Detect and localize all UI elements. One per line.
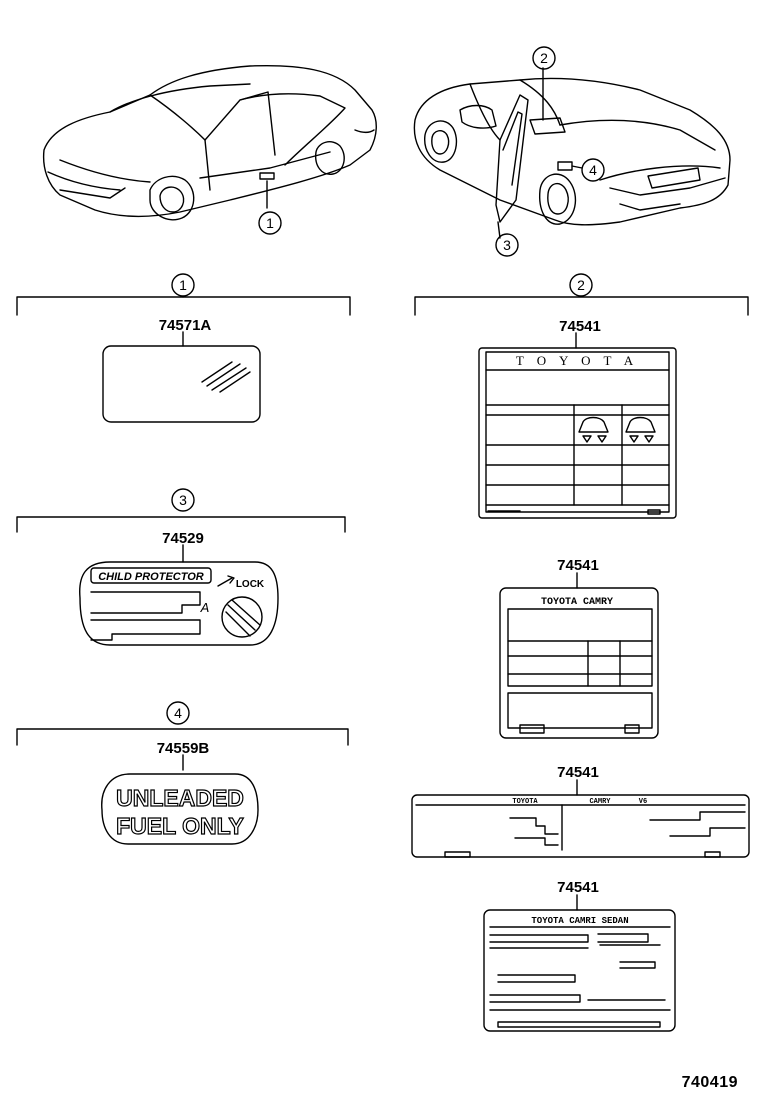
part-number-74529: 74529 — [162, 530, 204, 547]
diagram-id: 740419 — [681, 1074, 738, 1091]
car-rear-view — [413, 67, 731, 239]
label-camry-sedan: TOYOTA CAMRI SEDAN — [531, 916, 628, 926]
callout-1-group: 1 — [179, 277, 187, 293]
part-number-74559b: 74559B — [157, 740, 210, 757]
part-number-74541-camry: 74541 — [557, 557, 599, 574]
label-small-v6: V6 — [639, 798, 647, 806]
label-child-protector: CHILD PROTECTOR — [98, 571, 204, 583]
callout-3-car: 3 — [503, 237, 511, 253]
label-small-toyota: TOYOTA — [512, 798, 538, 806]
label-unleaded-line2: FUEL ONLY — [116, 813, 244, 839]
part-number-74541-long: 74541 — [557, 764, 599, 781]
callout-4-car: 4 — [589, 162, 597, 178]
label-toyota-header: T O Y O T A — [516, 353, 638, 368]
label-unleaded-line1: UNLEADED — [116, 785, 244, 811]
callout-3-group: 3 — [179, 492, 187, 508]
label-small-camry: CAMRY — [589, 798, 611, 806]
car-front-view — [42, 64, 377, 221]
label-lock: LOCK — [236, 579, 265, 590]
label-child-letter: A — [200, 600, 210, 615]
callout-2-car: 2 — [540, 50, 548, 66]
callout-2-group: 2 — [577, 277, 585, 293]
part-number-74571a: 74571A — [159, 317, 212, 334]
callout-1-car: 1 — [266, 215, 274, 231]
part-number-74541-sedan: 74541 — [557, 879, 599, 896]
label-toyota-camry: TOYOTA CAMRY — [541, 597, 613, 608]
callout-4-group: 4 — [174, 705, 182, 721]
part-number-74541-label: 74541 — [559, 318, 601, 335]
